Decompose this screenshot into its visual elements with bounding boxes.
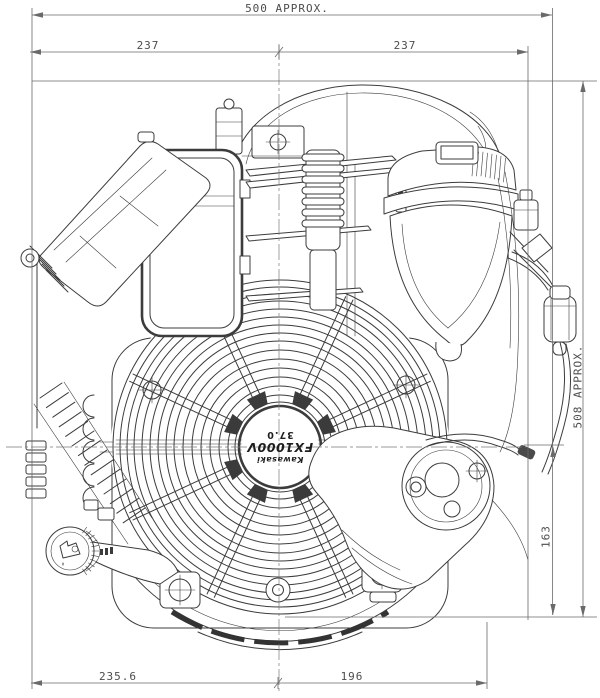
shroud-bolts [138,371,420,404]
air-cleaner-duct [20,131,211,307]
model-decal: Kawasaki FX1000V 37.0 [240,407,320,487]
solenoid [513,189,539,231]
dimension-lines [6,8,597,694]
dim-overall-height: 508 APPROX. [571,344,585,429]
dim-height-lower: 163 [539,525,553,548]
fuel-hose [541,341,565,473]
starter-assembly [308,425,536,590]
housing-right-edge [497,171,520,453]
fuel-filter [507,251,577,475]
shroud-front [241,91,356,337]
cap-knurl [82,526,100,576]
dim-base-width-left: 235.6 [98,670,138,683]
clamp-hatch [471,151,506,183]
dim-overall-width: 500 APPROX. [245,2,329,15]
wire-harness [425,433,521,451]
oil-fill-cap [45,499,179,585]
wire-connector [517,445,536,460]
dim-width-left: 237 [136,39,160,52]
dim-width-right: 237 [393,39,417,52]
decal-brand: Kawasaki [256,455,304,465]
oil-can-icon [59,540,81,566]
decal-model: FX1000V [246,440,314,456]
decal-value: 37.0 [266,429,294,441]
dim-base-width-right: 196 [340,670,364,683]
cylinder-fins [25,257,153,545]
air-filter-canister [383,141,553,362]
oil-filter [301,149,345,311]
lifting-bracket [215,98,305,159]
